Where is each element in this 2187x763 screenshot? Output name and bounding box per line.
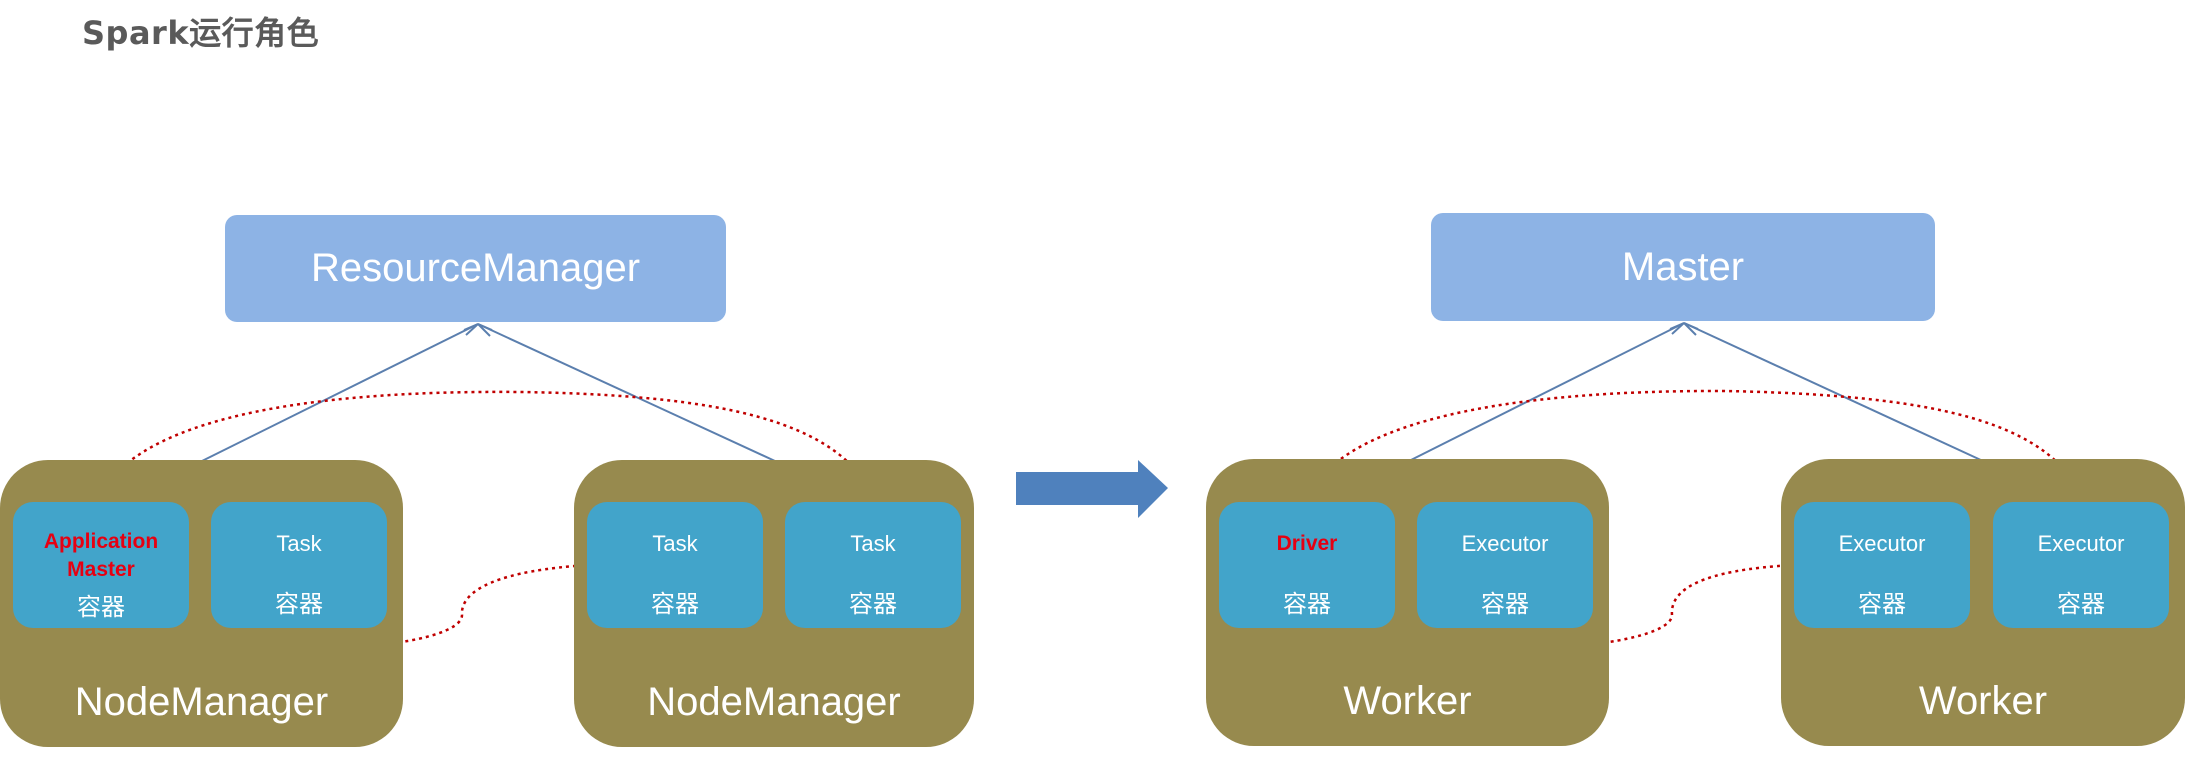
container-type: 容器	[77, 593, 125, 621]
application-master-text: Application Master	[43, 530, 159, 581]
resource-manager-label: ResourceManager	[310, 246, 641, 290]
container-type: 容器	[2057, 590, 2105, 618]
worker-label: Worker	[1343, 679, 1472, 723]
page-title: Spark运行角色	[82, 14, 320, 52]
node-manager-label: NodeManager	[647, 680, 901, 724]
container-executor: Executor 容器	[1794, 502, 1970, 628]
container-application-master: Application Master 容器	[13, 502, 189, 628]
worker-1: Driver 容器 Executor 容器 Worker	[1206, 459, 1609, 746]
resource-manager-box: ResourceManager	[225, 215, 726, 322]
container-executor: Executor 容器	[1417, 502, 1593, 628]
container-title: Executor	[1838, 531, 1926, 556]
container-type: 容器	[1858, 590, 1906, 618]
container-driver: Driver 容器	[1219, 502, 1395, 628]
worker-2: Executor 容器 Executor 容器 Worker	[1781, 459, 2185, 746]
container-title: Task	[652, 531, 698, 556]
container-executor: Executor 容器	[1993, 502, 2169, 628]
container-task: Task 容器	[587, 502, 763, 628]
container-title: Executor	[1461, 531, 1549, 556]
node-manager-label: NodeManager	[74, 680, 329, 724]
container-type: 容器	[1481, 590, 1529, 618]
left-solid-connectors	[201, 323, 776, 462]
container-task: Task 容器	[211, 502, 387, 628]
container-task: Task 容器	[785, 502, 961, 628]
container-title: Executor	[2037, 531, 2125, 556]
container-type: 容器	[849, 590, 897, 618]
node-manager-2: Task 容器 Task 容器 NodeManager	[574, 460, 974, 747]
master-label: Master	[1621, 244, 1745, 289]
right-solid-connectors	[1408, 322, 1984, 462]
master-box: Master	[1431, 213, 1935, 321]
container-type: 容器	[1283, 590, 1331, 618]
container-title: Task	[850, 531, 896, 556]
container-title: Application Master	[13, 528, 189, 584]
container-title: Task	[276, 531, 322, 556]
container-type: 容器	[651, 590, 699, 618]
worker-label: Worker	[1918, 679, 2048, 723]
container-type: 容器	[275, 590, 323, 618]
node-manager-1: Application Master 容器 Task 容器 NodeManage…	[0, 460, 403, 747]
container-title: Driver	[1276, 532, 1338, 555]
transition-arrow-icon	[1016, 460, 1168, 518]
